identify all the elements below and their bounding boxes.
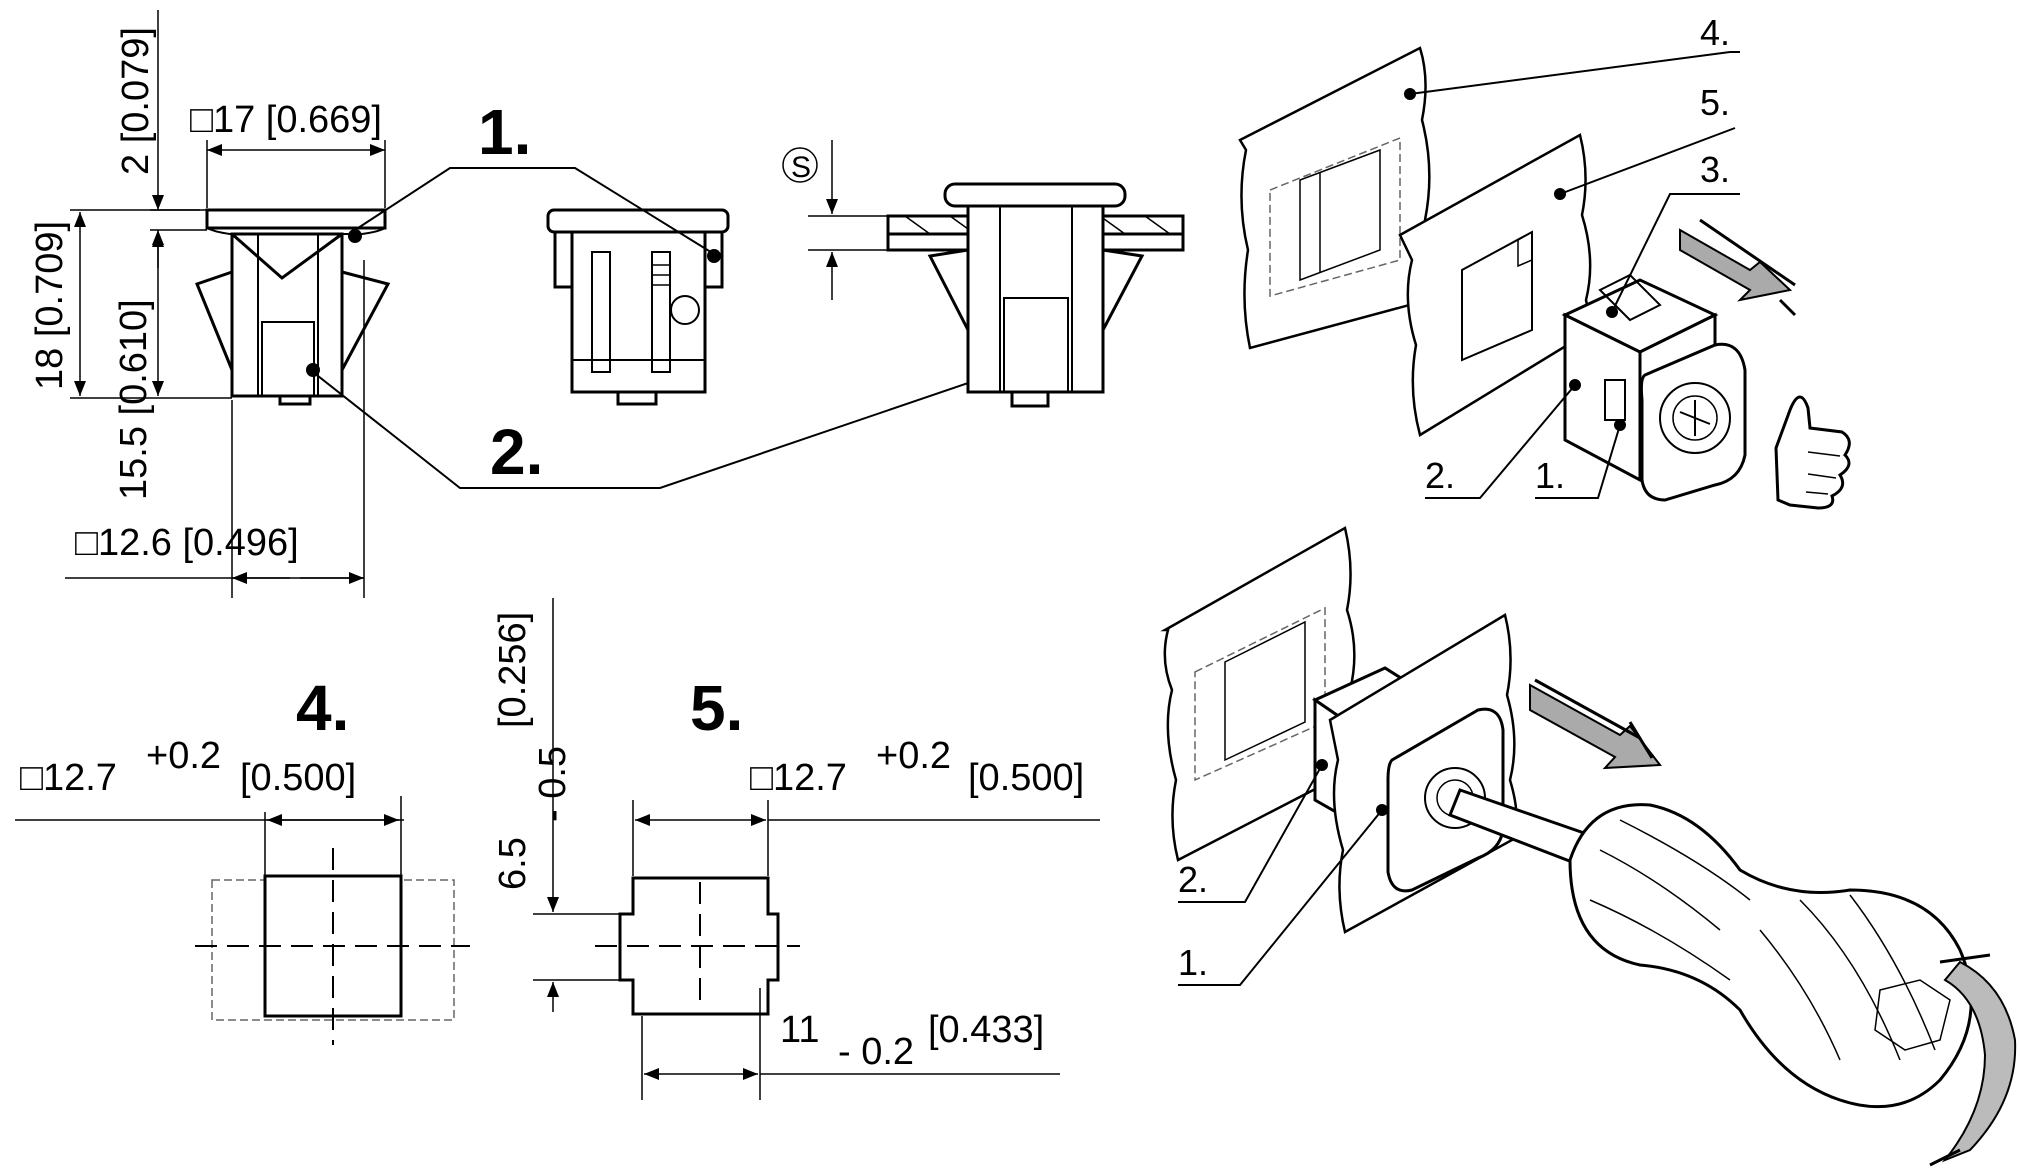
- slot-width-tol: - 0.2: [838, 1031, 914, 1073]
- dim-panel-thickness-text: S: [791, 151, 811, 184]
- label-3: 3.: [1700, 149, 1730, 190]
- rotate-arrow-icon: [1929, 953, 2017, 1167]
- label-4: 4.: [1700, 12, 1730, 53]
- dim-body-height: 15.5 [0.610]: [113, 232, 164, 500]
- dim-head-width-text: □17 [0.669]: [190, 99, 382, 141]
- callout-1-label: 1.: [478, 96, 531, 168]
- dim-body-width-text: □12.6 [0.496]: [75, 522, 299, 564]
- dim-panel-thickness: S: [782, 140, 888, 300]
- dim-cap-height-text: 2 [0.079]: [115, 27, 157, 175]
- thumbs-up-icon: [1774, 395, 1851, 510]
- callout-2: 2.: [306, 357, 1027, 489]
- hole-profile-5: 5. 6.5 - 0.5 [0.256] □12.7 +0.2 [0.500] …: [492, 598, 1100, 1100]
- dim-body-width: □12.6 [0.496]: [65, 260, 365, 598]
- dim-total-height-text: 18 [0.709]: [29, 221, 71, 390]
- hole-4-dim-inch: [0.500]: [240, 757, 356, 799]
- exploded-assembly: [1238, 46, 1851, 510]
- label-1: 1.: [1535, 455, 1565, 496]
- dim-body-height-text: 15.5 [0.610]: [113, 299, 155, 500]
- hole-5-dim-inch: [0.500]: [968, 757, 1084, 799]
- hole-5-dim-tol: +0.2: [876, 735, 951, 777]
- screwdriver-icon: [1568, 803, 1973, 1109]
- slot-height-base: 6.5: [492, 837, 534, 890]
- insert-arrow-icon: [1679, 228, 1793, 302]
- callout-2-label: 2.: [490, 416, 543, 488]
- slot-height-tol: - 0.5: [532, 746, 574, 822]
- hole-4-label: 4.: [296, 672, 349, 744]
- dim-total-height: 18 [0.709]: [29, 209, 232, 399]
- label-5: 5.: [1700, 82, 1730, 123]
- removal-callouts: 2. 1.: [1178, 759, 1388, 986]
- removal-label-1: 1.: [1178, 942, 1208, 983]
- slot-width-inch: [0.433]: [928, 1009, 1044, 1051]
- hole-5-label: 5.: [690, 672, 743, 744]
- clip-front-view: [546, 208, 730, 406]
- assembly-top-callouts: 4. 5. 3. 2. 1.: [1404, 12, 1740, 499]
- callout-1: 1.: [348, 96, 721, 263]
- hole-4-dim-base: □12.7: [20, 757, 117, 799]
- removal-label-2: 2.: [1178, 859, 1208, 900]
- slot-width-base: 11: [780, 1009, 819, 1051]
- remove-arrow-icon: [1529, 683, 1662, 770]
- clip-side-view: [195, 208, 391, 406]
- dim-cap-height: 2 [0.079]: [115, 10, 207, 268]
- label-2: 2.: [1425, 455, 1455, 496]
- removal-assembly: [1160, 526, 2017, 1167]
- dim-head-width: □17 [0.669]: [190, 99, 386, 208]
- hole-4-dim-tol: +0.2: [146, 735, 221, 777]
- hole-5-dim-base: □12.7: [750, 757, 847, 799]
- slot-height-inch: [0.256]: [492, 612, 534, 728]
- hole-profile-4: 4. □12.7 +0.2 [0.500]: [15, 672, 470, 1045]
- clip-in-panel-view: [886, 182, 1185, 408]
